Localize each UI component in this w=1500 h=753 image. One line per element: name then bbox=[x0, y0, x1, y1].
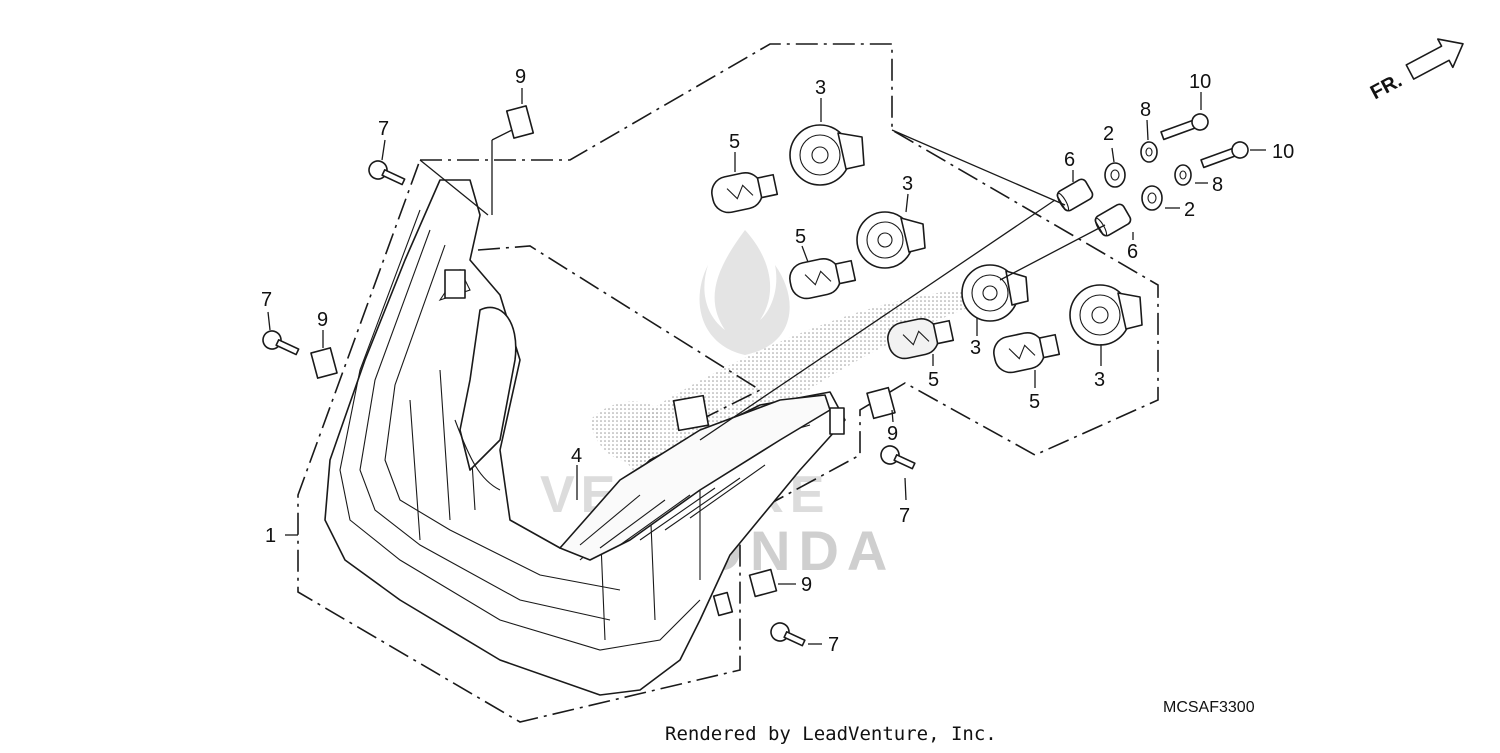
part-code: MCSAF3300 bbox=[1163, 699, 1255, 716]
fasteners-right bbox=[1104, 113, 1249, 211]
lens-panel bbox=[559, 394, 845, 561]
callout-9b: 9 bbox=[317, 309, 328, 331]
socket-lower-left bbox=[961, 264, 1029, 322]
callout-3d: 3 bbox=[1094, 369, 1105, 391]
bulb-sockets bbox=[789, 124, 1143, 346]
assembly-frames bbox=[297, 43, 1159, 723]
socket-top bbox=[789, 124, 865, 186]
bulb-2 bbox=[789, 257, 857, 300]
callout-6b: 6 bbox=[1127, 241, 1138, 263]
bulb-1 bbox=[711, 171, 779, 214]
credit-line: Rendered by LeadVenture, Inc. bbox=[665, 723, 997, 745]
callout-3a: 3 bbox=[815, 77, 826, 99]
socket-mid bbox=[856, 211, 926, 269]
collars bbox=[1056, 178, 1132, 237]
callout-9a: 9 bbox=[515, 66, 526, 88]
callout-9d: 9 bbox=[801, 574, 812, 596]
callout-8a: 8 bbox=[1140, 99, 1151, 121]
callout-5a: 5 bbox=[729, 131, 740, 153]
callout-6a: 6 bbox=[1064, 149, 1075, 171]
callout-10a: 10 bbox=[1189, 71, 1211, 93]
callout-5d: 5 bbox=[1029, 391, 1040, 413]
callout-10b: 10 bbox=[1272, 141, 1294, 163]
callout-3c: 3 bbox=[970, 337, 981, 359]
callout-9c: 9 bbox=[887, 423, 898, 445]
callout-numbers: 1 2 2 3 3 3 3 4 5 5 5 5 6 6 7 7 7 7 8 8 … bbox=[261, 66, 1294, 656]
bulbs bbox=[711, 171, 1061, 374]
front-arrow-label: FR. bbox=[1367, 70, 1406, 105]
frame-upper bbox=[297, 43, 1159, 723]
callout-4: 4 bbox=[571, 445, 582, 467]
bulb-3 bbox=[887, 317, 955, 360]
callout-7d: 7 bbox=[828, 634, 839, 656]
socket-lower-right bbox=[1069, 284, 1143, 346]
bulb-4 bbox=[993, 331, 1061, 374]
callout-7b: 7 bbox=[261, 289, 272, 311]
callout-7a: 7 bbox=[378, 118, 389, 140]
frame-lower bbox=[477, 245, 762, 421]
front-direction-arrow: FR. bbox=[1367, 38, 1464, 105]
callout-7c: 7 bbox=[899, 505, 910, 527]
taillight-housing bbox=[324, 179, 846, 696]
callout-2b: 2 bbox=[1184, 199, 1195, 221]
callout-1: 1 bbox=[265, 525, 276, 547]
fasteners-left bbox=[262, 105, 916, 647]
callout-5b: 5 bbox=[795, 226, 806, 248]
stipple-shading-2 bbox=[590, 401, 660, 463]
callout-2a: 2 bbox=[1103, 123, 1114, 145]
leader-lines bbox=[267, 88, 1266, 645]
callout-5c: 5 bbox=[928, 369, 939, 391]
callout-8b: 8 bbox=[1212, 174, 1223, 196]
callout-3b: 3 bbox=[902, 173, 913, 195]
